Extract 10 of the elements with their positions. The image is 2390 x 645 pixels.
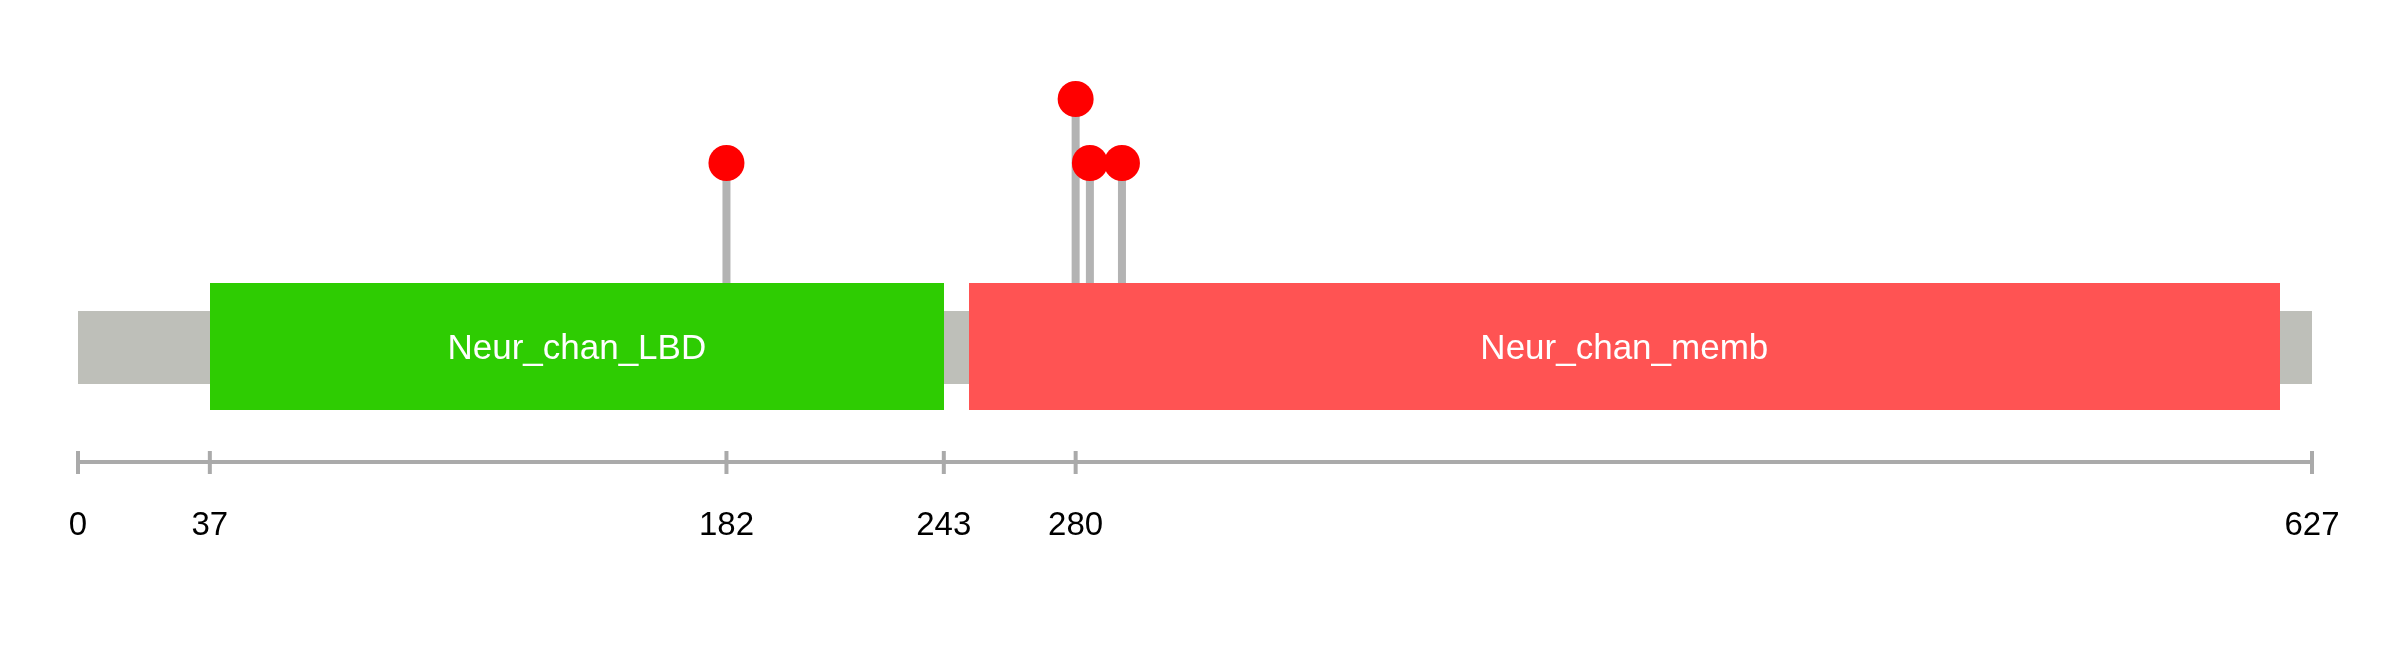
domain-box <box>209 283 944 410</box>
position-label: 37 <box>191 505 229 543</box>
position-label: 280 <box>1048 505 1104 543</box>
domain-label: Neur_chan_memb <box>1480 326 1769 367</box>
domain-box <box>968 283 2280 410</box>
position-label: 0 <box>68 505 88 543</box>
domain-label: Neur_chan_LBD <box>447 326 707 367</box>
position-label: 182 <box>698 505 754 543</box>
position-label: 627 <box>2284 505 2340 543</box>
position-label: 243 <box>916 505 972 543</box>
